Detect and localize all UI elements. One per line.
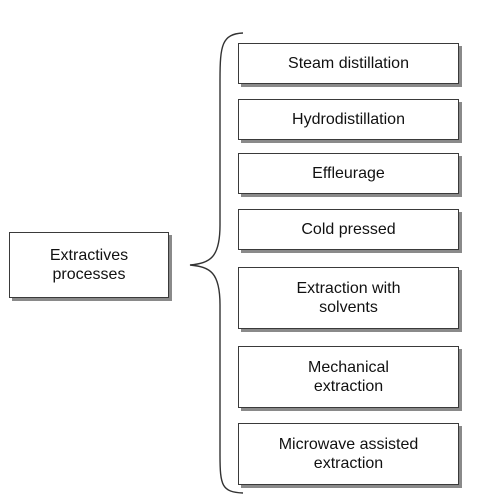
process-node-label: Steam distillation [288, 55, 409, 72]
process-node-mechanical-extraction: Mechanical extraction [238, 346, 459, 408]
process-node-effleurage: Effleurage [238, 153, 459, 194]
process-node-label: Extraction with solvents [296, 280, 401, 316]
process-node-label: Cold pressed [301, 221, 396, 238]
process-node-steam-distillation: Steam distillation [238, 43, 459, 84]
process-node-cold-pressed: Cold pressed [238, 209, 459, 250]
root-node-label: Extractives processes [49, 247, 129, 283]
process-node-hydrodistillation: Hydrodistillation [238, 99, 459, 140]
process-node-label: Mechanical extraction [308, 359, 389, 395]
root-node-extractives-processes: Extractives processes [9, 232, 169, 298]
process-node-label: Effleurage [312, 165, 385, 182]
process-node-extraction-with-solvents: Extraction with solvents [238, 267, 459, 329]
process-node-label: Microwave assisted extraction [278, 436, 419, 472]
process-node-label: Hydrodistillation [292, 111, 405, 128]
process-node-microwave-assisted-extraction: Microwave assisted extraction [238, 423, 459, 485]
